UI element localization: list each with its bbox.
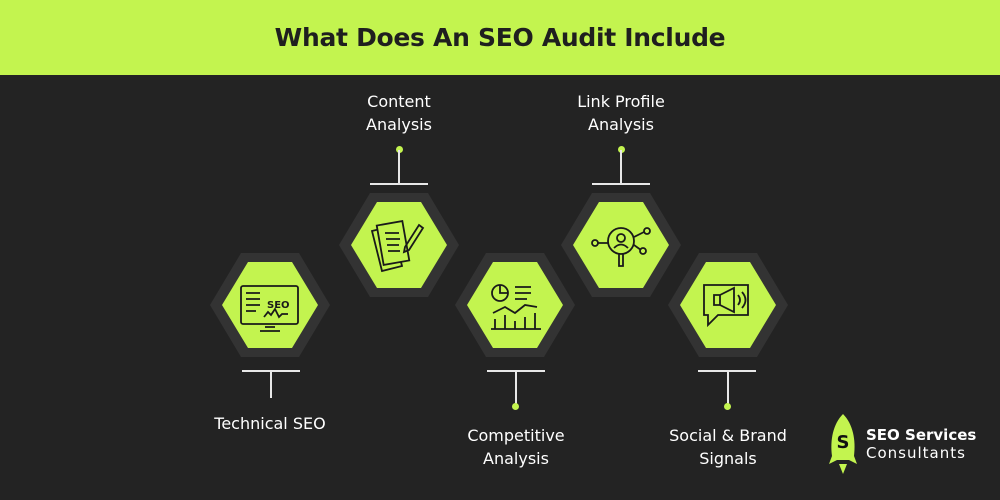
hex-technical-seo: SEO (208, 251, 332, 359)
page-title: What Does An SEO Audit Include (274, 23, 726, 52)
label-technical-seo: Technical SEO (214, 414, 326, 433)
hex-social-brand-signals (666, 251, 790, 359)
svg-text:SEO: SEO (267, 300, 290, 311)
analytics-chart-icon (491, 284, 541, 330)
document-pen-icon (370, 220, 425, 273)
brand-logo: S SEO Services Consultants (828, 412, 976, 476)
magnifier-network-icon (591, 227, 651, 267)
megaphone-chat-icon (703, 284, 749, 328)
rocket-logo-icon: S (829, 414, 857, 474)
hex-link-profile-analysis (559, 191, 683, 299)
header-banner: What Does An SEO Audit Include (0, 0, 1000, 75)
hex-content-analysis (337, 191, 461, 299)
svg-text:S: S (837, 432, 850, 453)
seo-monitor-icon: SEO (240, 285, 299, 332)
hex-competitive-analysis (453, 251, 577, 359)
